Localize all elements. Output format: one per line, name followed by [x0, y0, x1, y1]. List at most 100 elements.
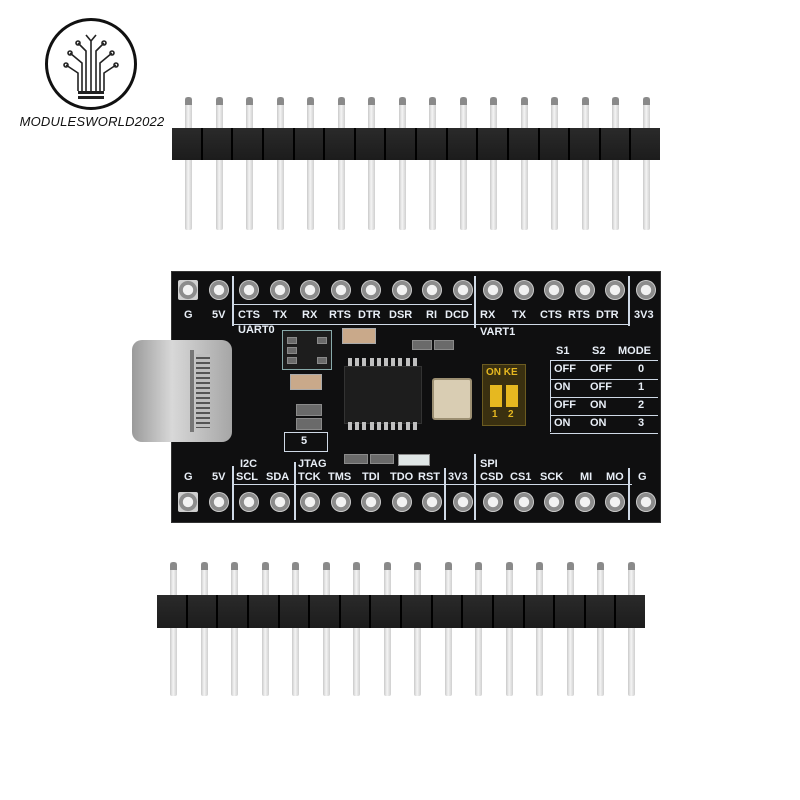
header-pin	[490, 97, 497, 230]
pin-label-tx: TX	[273, 309, 288, 321]
silk-divider	[232, 466, 234, 520]
pin-label-5v: 5V	[212, 471, 226, 483]
regulator-chip	[282, 330, 332, 370]
header-pin	[231, 562, 238, 696]
header-cell	[447, 128, 479, 160]
silk-divider	[474, 276, 476, 328]
dip-switch-1[interactable]	[490, 385, 502, 407]
header-pin	[292, 562, 299, 696]
silk-divider	[232, 304, 472, 305]
pin-tip	[520, 97, 528, 105]
brand-logo: MODULESWORLD2022	[12, 8, 172, 129]
pin-label-mo: MO	[606, 471, 624, 483]
usb-c-connector[interactable]	[132, 340, 232, 442]
resistor	[296, 404, 322, 416]
pin-label-dtr1: DTR	[596, 309, 619, 321]
header-pin	[597, 562, 604, 696]
through-hole-pad	[483, 280, 503, 300]
jtag-title: JTAG	[298, 458, 327, 470]
header-pin	[475, 562, 482, 696]
ic-leg	[398, 358, 403, 366]
silk-divider	[444, 468, 446, 520]
pin-tip	[307, 97, 314, 105]
pin-tip	[490, 97, 497, 105]
pin-label-tdi: TDI	[362, 471, 380, 483]
header-cell	[570, 128, 601, 160]
silk-divider	[628, 468, 630, 520]
header-pin	[414, 562, 421, 696]
through-hole-pad	[483, 492, 503, 512]
through-hole-pad	[391, 280, 412, 300]
silk-divider	[294, 462, 296, 520]
header-cell	[294, 128, 326, 160]
header-pin	[612, 97, 619, 230]
pin-label-tdo: TDO	[390, 471, 414, 483]
header-pin	[368, 97, 375, 230]
pin-label-rx1: RX	[480, 309, 496, 321]
capacitor	[342, 328, 376, 344]
crystal-oscillator	[432, 378, 472, 420]
pin-tip	[459, 97, 467, 105]
header-cell	[432, 595, 464, 628]
header-pin	[398, 97, 406, 230]
header-pin	[520, 97, 528, 230]
header-cell	[248, 595, 280, 628]
header-pin	[185, 97, 192, 230]
through-hole-pad	[269, 492, 290, 512]
header-cell	[325, 128, 356, 160]
header-pin	[536, 562, 543, 696]
header-cell	[279, 595, 311, 628]
dip-switch-2[interactable]	[506, 385, 518, 407]
table-row: OFF ON 2	[550, 397, 658, 416]
pin-label-rx: RX	[302, 309, 318, 321]
header-pin	[581, 97, 589, 230]
header-cell	[371, 595, 402, 628]
pin-label-g: G	[184, 309, 193, 321]
pin-tip	[200, 562, 208, 570]
header-pin	[200, 562, 208, 696]
silk-divider	[234, 324, 474, 325]
ic-leg	[391, 358, 396, 366]
header-cell	[524, 595, 556, 628]
header-cell	[172, 128, 203, 160]
ic-leg	[384, 422, 388, 430]
dip-switch[interactable]: ON KE 1 2	[482, 364, 526, 426]
pin-tip	[368, 97, 375, 105]
header-plastic-body	[157, 595, 645, 628]
through-hole-pad	[361, 280, 381, 300]
silk-divider	[232, 276, 234, 326]
header-pin	[627, 562, 635, 696]
ic-leg	[405, 422, 410, 430]
ic-leg	[355, 358, 360, 366]
pin-label-5v: 5V	[212, 309, 226, 321]
pin-label-mi: MI	[580, 471, 593, 483]
through-hole-pad	[330, 492, 351, 512]
pin-label-rst: RST	[418, 471, 440, 483]
ic-leg	[412, 422, 417, 430]
header-cell	[157, 595, 188, 628]
through-hole-pad	[422, 280, 442, 300]
header-pin	[261, 562, 269, 696]
header-cell	[463, 595, 494, 628]
pin-label-ri: RI	[426, 309, 437, 321]
pin-label-dsr: DSR	[389, 309, 413, 321]
resistor	[296, 418, 322, 430]
header-pin	[353, 562, 360, 696]
silk-divider	[474, 454, 476, 520]
ic-leg	[362, 358, 367, 366]
header-cell	[600, 128, 632, 160]
circuit-tree-icon	[45, 18, 137, 110]
pin-label-cts: CTS	[238, 309, 260, 321]
pin-tip	[337, 97, 345, 105]
pin-tip	[597, 562, 604, 570]
header-cell	[539, 128, 571, 160]
brand-name: MODULESWORLD2022	[19, 114, 165, 129]
header-cell	[508, 128, 540, 160]
pin-label-sda: SDA	[266, 471, 290, 483]
resistor	[412, 340, 432, 350]
pin-tip	[322, 562, 330, 570]
pin-label-tx1: TX	[512, 309, 527, 321]
uart1-title: VART1	[480, 326, 516, 338]
table-row: ON ON 3	[550, 415, 658, 434]
through-hole-pad	[452, 280, 473, 300]
